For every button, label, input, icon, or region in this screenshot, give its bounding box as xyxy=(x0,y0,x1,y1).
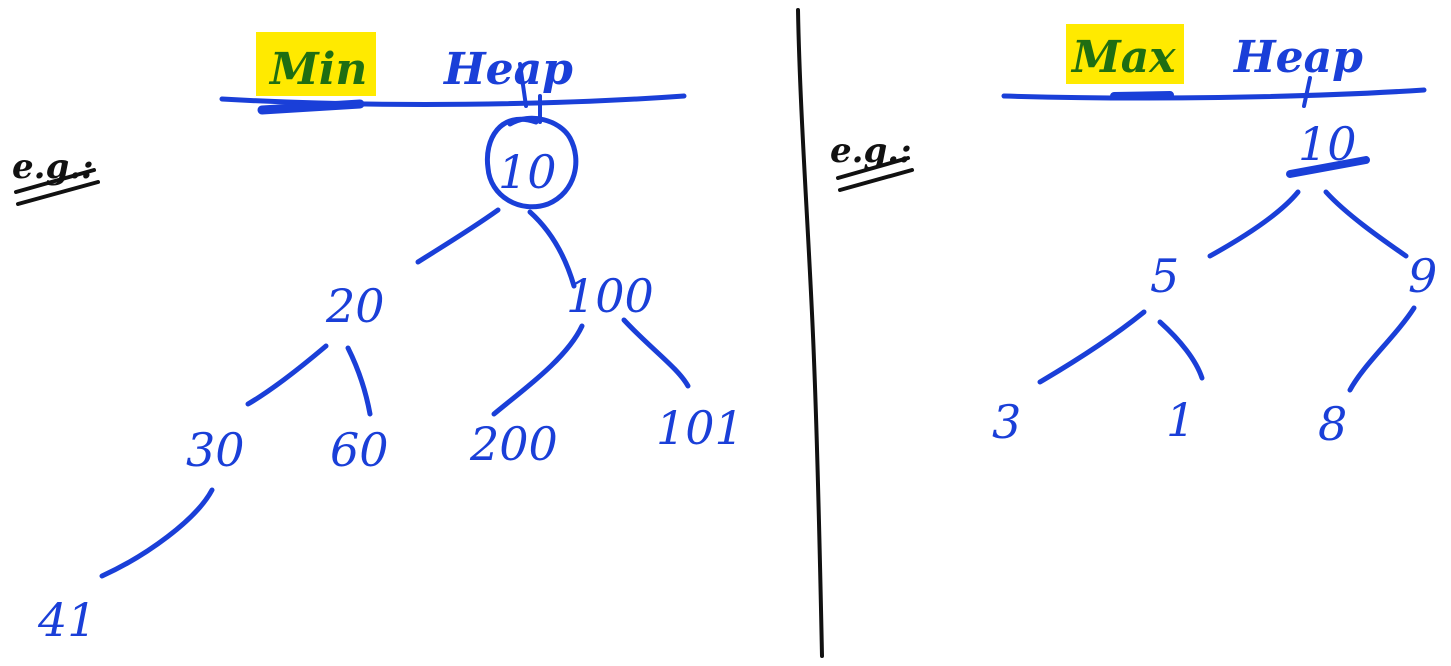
max-eg-text: e.g.: xyxy=(830,131,912,171)
max-eg-label: e.g.: xyxy=(830,131,914,192)
min-heap-nodes: 10 20 100 30 60 200 101 41 xyxy=(37,145,744,647)
edge-root-l xyxy=(415,207,501,265)
edge-ll-lll xyxy=(99,487,215,579)
section-divider xyxy=(796,8,824,658)
max-node-r: 9 xyxy=(1408,249,1437,303)
min-title-highlight xyxy=(256,32,376,96)
max-heap-nodes: 10 5 9 3 1 8 xyxy=(992,117,1437,451)
max-edge-root-l xyxy=(1207,189,1301,259)
max-node-l: 5 xyxy=(1150,249,1179,303)
max-title-highlight xyxy=(1066,24,1184,84)
min-node-lr: 60 xyxy=(330,423,389,477)
max-eg-underline xyxy=(836,156,914,192)
min-node-rr: 101 xyxy=(656,401,744,455)
max-heap-title-word: Heap xyxy=(1232,32,1363,83)
max-node-lr: 1 xyxy=(1166,393,1195,447)
edge-l-lr xyxy=(345,345,373,417)
min-title-underline xyxy=(219,93,687,107)
max-edge-root-r xyxy=(1323,189,1409,259)
max-node-ll: 3 xyxy=(992,395,1021,449)
min-title-underline-thick xyxy=(257,99,365,115)
max-node-root: 10 xyxy=(1298,117,1357,171)
min-node-r: 100 xyxy=(566,269,654,323)
max-edge-l-lr xyxy=(1157,319,1205,381)
max-heap-edges xyxy=(1037,189,1417,393)
min-root-circle xyxy=(484,115,579,210)
edge-r-rr xyxy=(621,317,691,389)
max-title-word: Max xyxy=(1070,32,1176,83)
max-edge-r-rl xyxy=(1347,305,1417,393)
max-title-stem xyxy=(1302,76,1312,108)
edge-l-ll xyxy=(245,343,329,407)
edge-r-rl xyxy=(491,323,585,417)
min-title-word: Min xyxy=(268,44,367,95)
max-title-underline xyxy=(1001,87,1427,101)
max-root-underline xyxy=(1286,156,1370,178)
min-eg-label: e.g.: xyxy=(12,147,100,206)
min-eg-underline xyxy=(14,168,100,206)
min-node-lll: 41 xyxy=(37,593,97,647)
max-node-rl: 8 xyxy=(1318,397,1347,451)
max-title-underline-thick xyxy=(1110,91,1174,100)
max-edge-l-ll xyxy=(1037,309,1147,385)
heap-title-word: Heap xyxy=(442,44,573,95)
min-heap-edges xyxy=(99,62,691,579)
min-node-rl: 200 xyxy=(469,417,558,471)
min-node-ll: 30 xyxy=(186,423,245,477)
min-heap-section: Min Heap e.g.: 10 20 100 30 xyxy=(12,32,744,647)
min-node-l: 20 xyxy=(325,279,385,333)
edge-root-r xyxy=(527,209,577,289)
min-node-root: 10 xyxy=(498,145,557,199)
max-heap-section: Max Heap e.g.: 10 5 9 3 1 8 xyxy=(830,24,1437,451)
